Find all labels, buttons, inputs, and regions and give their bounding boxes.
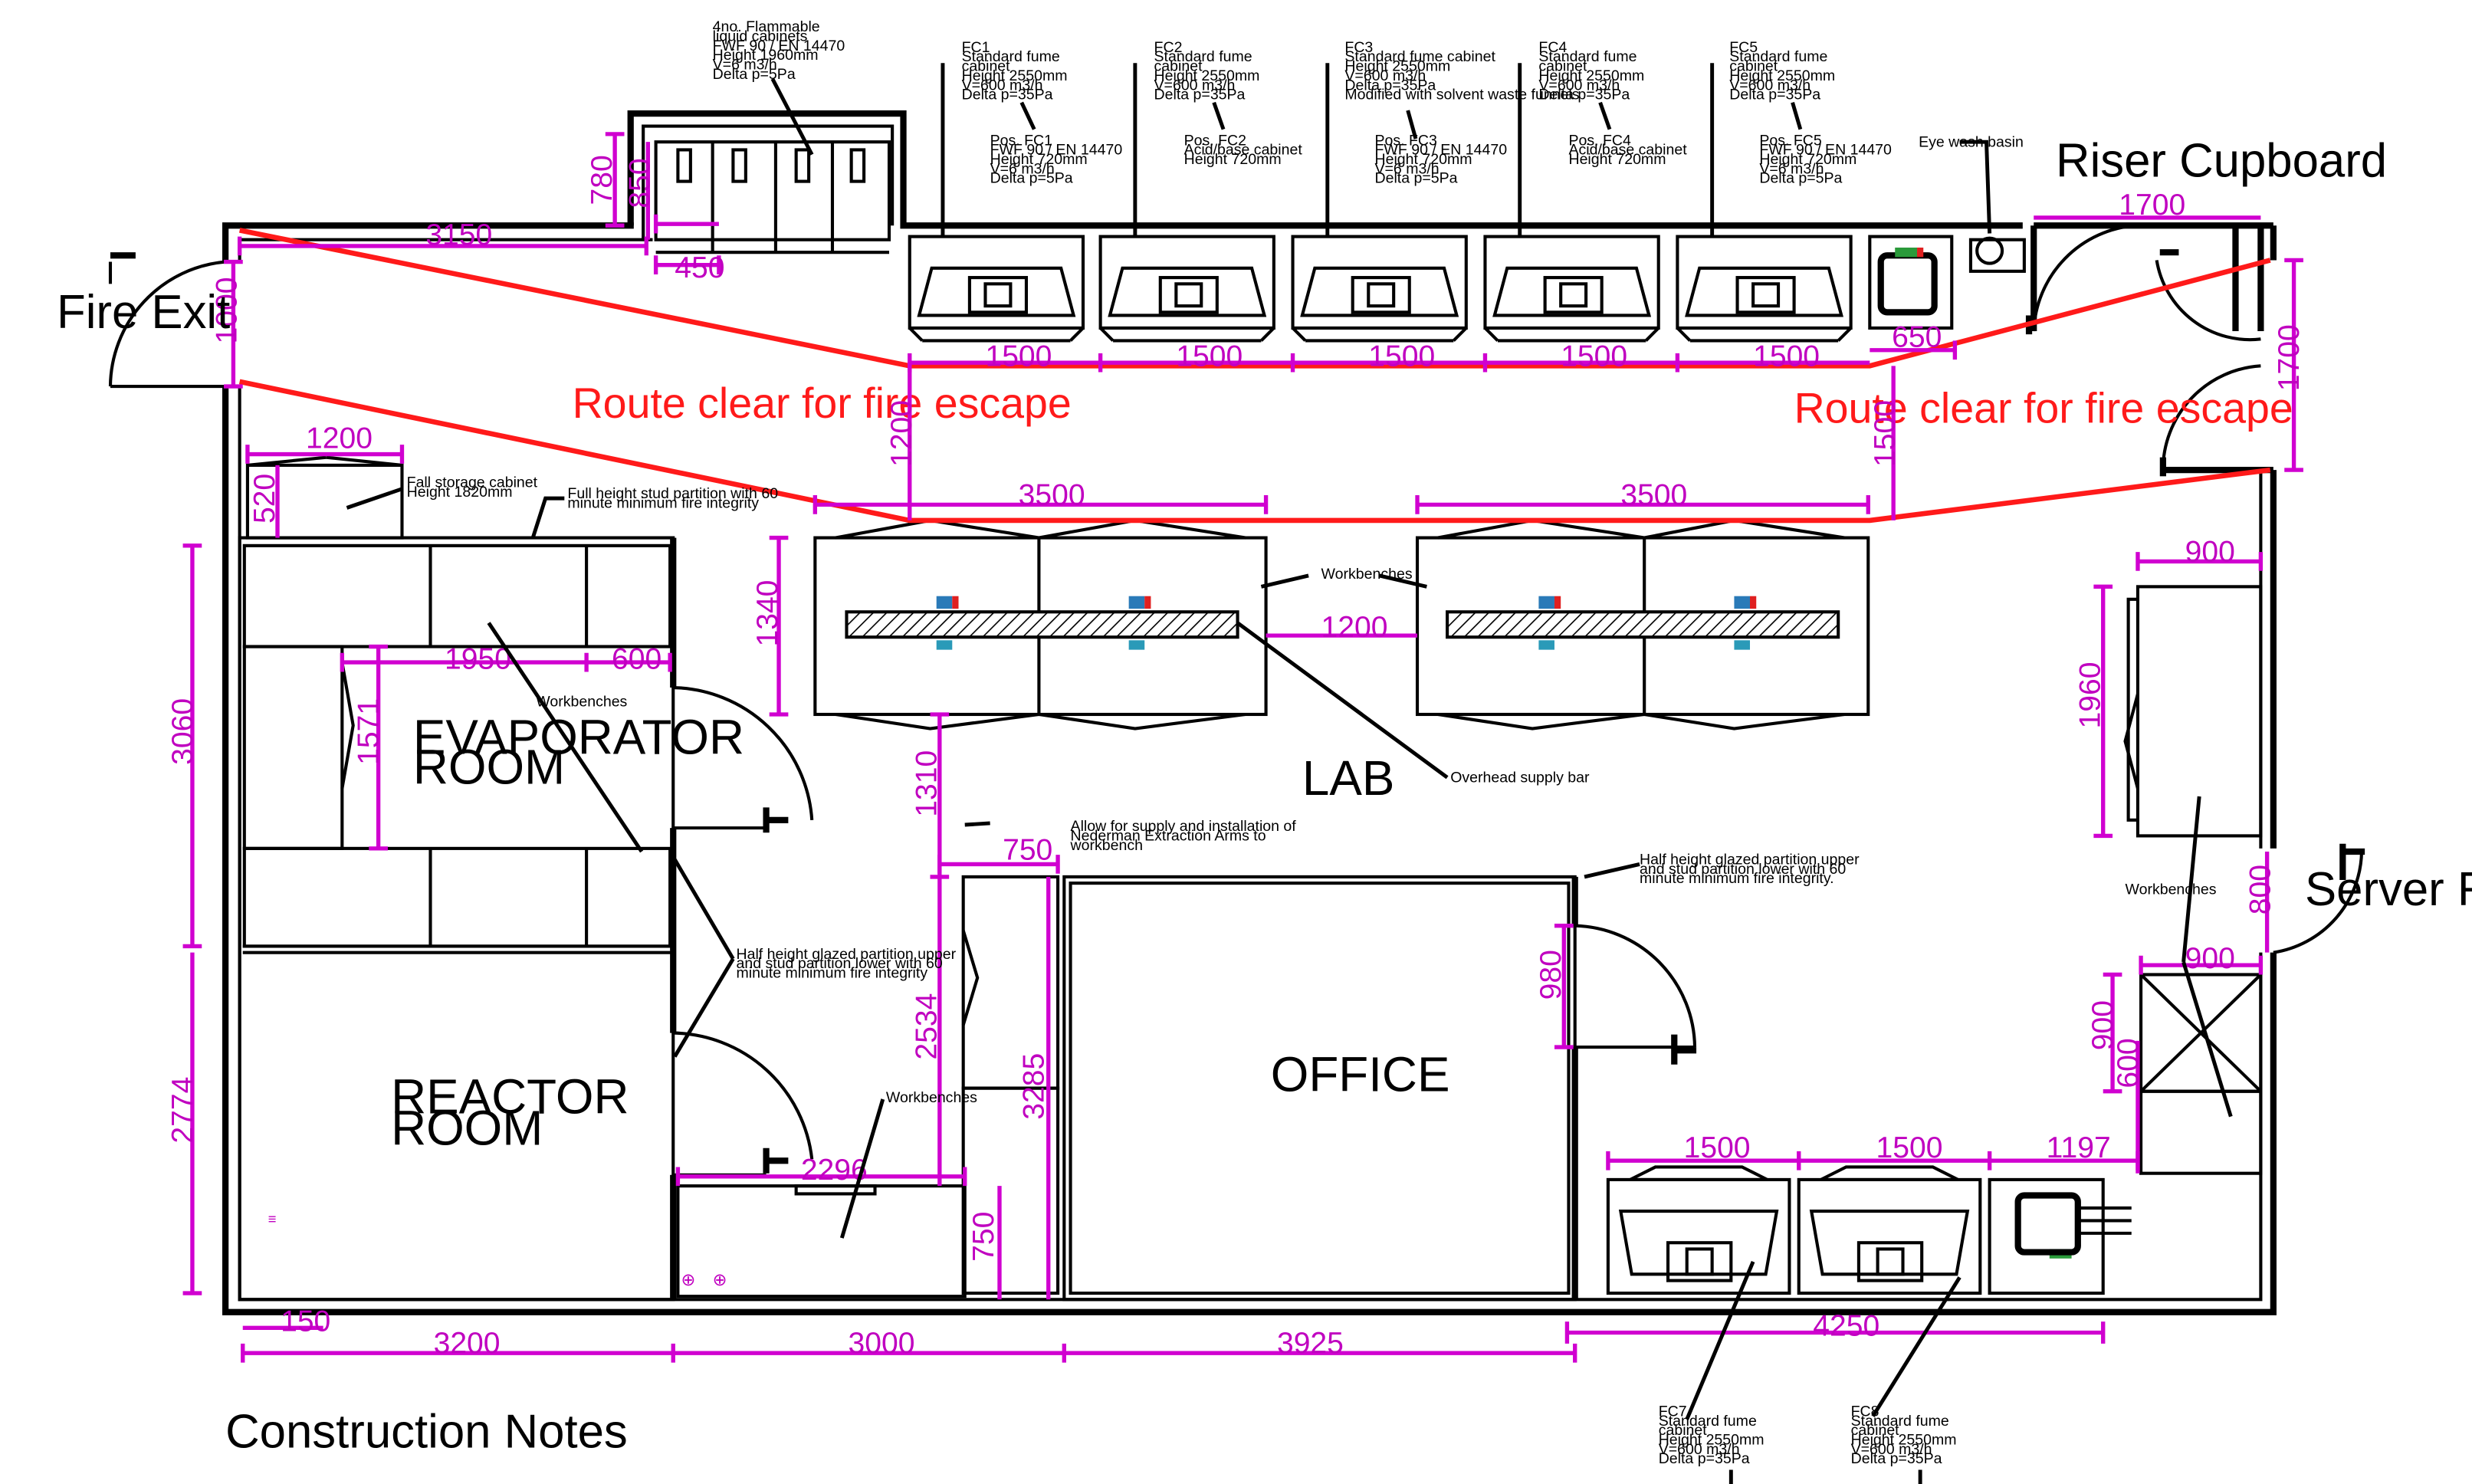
dim-1500-f: 1500 [1684,1131,1751,1164]
dim-900-a: 900 [2185,535,2235,568]
walls [222,110,2277,1315]
dim-750-a: 750 [1003,833,1052,866]
dim-1500-a: 1500 [985,340,1052,373]
dim-600-a: 600 [612,642,661,675]
dim-450: 450 [675,251,724,284]
reactor-room-label-2: ROOM [391,1101,543,1156]
dim-1310: 1310 [911,750,944,817]
reactor-room-label-1: REACTOR [391,1069,629,1124]
dim-1500-d: 1500 [1561,340,1627,373]
dim-1700-h: 1700 [2119,189,2185,222]
dim-150: 150 [281,1305,330,1338]
dim-3285: 3285 [1018,1053,1051,1120]
service-taps [936,248,2072,1259]
dim-900-b: 900 [2185,942,2235,975]
dim-2534: 2534 [911,993,944,1060]
dim-900-c: 900 [2086,1000,2119,1050]
dim-1700-v: 1700 [2273,324,2306,391]
route-label-left: Route clear for fire escape [573,379,1072,427]
construction-notes-label: Construction Notes [225,1406,628,1459]
route-label-right: Route clear for fire escape [1794,384,2293,432]
dim-2296: 2296 [801,1154,868,1187]
dim-850: 850 [623,158,656,208]
dimensions: 3150 450 780 850 1000 1500 1500 1500 150… [166,132,2306,1363]
furniture [242,140,2263,1298]
dim-1960: 1960 [2074,662,2107,729]
room-labels: EVAPORATOR ROOM REACTOR ROOM LAB OFFICE … [57,134,2472,1458]
dim-3500-b: 3500 [1620,478,1687,511]
dim-1500-b: 1500 [1176,340,1243,373]
dim-1340: 1340 [751,580,784,647]
dim-3060: 3060 [166,698,199,765]
dim-3150: 3150 [425,218,492,251]
dim-1500-g: 1500 [1876,1131,1943,1164]
evaporator-room-label-2: ROOM [413,740,565,795]
dim-1200-c: 1200 [306,422,373,455]
dim-520: 520 [248,474,281,524]
dim-4250: 4250 [1813,1310,1879,1343]
dim-3200: 3200 [434,1327,501,1360]
dim-1197: 1197 [2047,1131,2111,1164]
dim-3500-a: 3500 [1019,478,1085,511]
note-workbenches-lab: Workbenches [1321,566,1413,583]
dim-1571: 1571 [353,698,386,765]
dim-1950: 1950 [445,642,511,675]
dim-3000: 3000 [849,1327,915,1360]
note-workbenches-right: Workbenches [2126,882,2217,898]
note-eye-wash: Eye wash basin [1919,133,2024,150]
svg-text:⊕: ⊕ [681,1270,696,1289]
evaporator-room-label-1: EVAPORATOR [413,709,744,764]
note-overhead: Overhead supply bar [1450,769,1590,786]
dim-2774: 2774 [166,1077,199,1144]
dim-600-b: 600 [2112,1038,2145,1088]
note-workbenches-mid: Workbenches [886,1089,977,1106]
dim-1500-c: 1500 [1368,340,1435,373]
server-room-label: Server Room [2305,863,2472,916]
dim-750-b: 750 [967,1212,1000,1262]
dim-1200-b: 1200 [1321,611,1388,644]
escape-route: Route clear for fire escape Route clear … [238,228,2293,524]
dim-1500-v: 1500 [1869,400,1902,467]
office-label: OFFICE [1271,1047,1450,1102]
svg-text:⊕: ⊕ [713,1270,727,1289]
dim-800: 800 [2244,865,2277,914]
dim-1500-e: 1500 [1753,340,1820,373]
svg-text:≡: ≡ [268,1211,277,1227]
fire-exit-label: Fire Exit [57,286,230,339]
floor-symbols: ≡ ⊕ ⊕ [268,1211,727,1289]
dim-980: 980 [1535,950,1568,1000]
dim-1000: 1000 [211,277,244,344]
dim-1200-v: 1200 [885,400,918,467]
dim-650: 650 [1892,321,1942,354]
leader-lines [346,63,2233,1484]
lab-label: LAB [1302,750,1394,806]
dim-780: 780 [586,155,619,205]
riser-cupboard-label: Riser Cupboard [2056,134,2387,187]
dim-3925: 3925 [1277,1327,1344,1360]
note-workbenches-evap: Workbenches [536,694,627,711]
